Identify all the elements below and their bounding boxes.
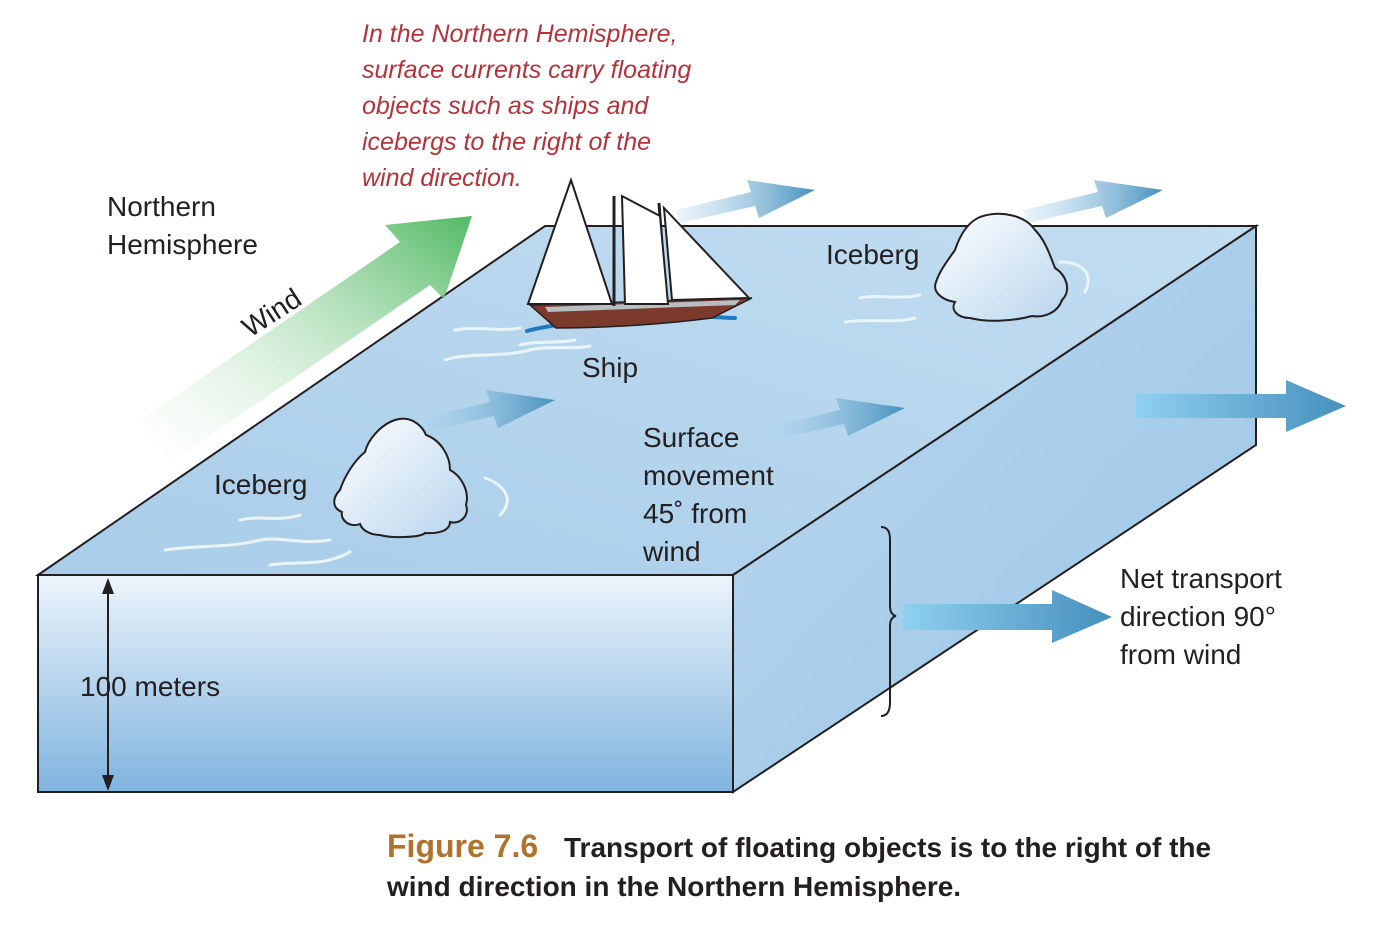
- current-arrow-edge: [1136, 380, 1346, 432]
- hemisphere-label-line: Northern: [107, 191, 216, 222]
- annotation-line: In the Northern Hemisphere,: [362, 20, 677, 48]
- ocean-front-face: [37, 574, 734, 793]
- surface-movement-line: movement: [643, 460, 774, 491]
- annotation-line: surface currents carry floating: [362, 56, 691, 84]
- current-arrow: [676, 180, 815, 223]
- current-arrow: [415, 390, 555, 433]
- current-arrow: [1023, 180, 1163, 223]
- hemisphere-label: Northern Hemisphere: [107, 191, 258, 260]
- ship-label: Ship: [582, 352, 638, 383]
- depth-label: 100 meters: [80, 671, 220, 702]
- hemisphere-label-line: Hemisphere: [107, 229, 258, 260]
- surface-movement-line: Surface: [643, 422, 740, 453]
- net-transport-arrow: [903, 590, 1112, 643]
- current-arrow: [765, 398, 905, 441]
- figure-caption-line: Transport of floating objects is to the …: [564, 832, 1211, 863]
- iceberg-right-icon: [934, 212, 1069, 322]
- annotation-note: In the Northern Hemisphere, surface curr…: [362, 20, 691, 192]
- net-transport-line: from wind: [1120, 639, 1241, 670]
- wind-arrow: [140, 216, 472, 463]
- surface-movement-line: 45˚ from: [643, 498, 747, 529]
- net-transport-line: Net transport: [1120, 563, 1282, 594]
- figure-caption-line: wind direction in the Northern Hemispher…: [386, 871, 961, 902]
- net-transport-line: direction 90°: [1120, 601, 1276, 632]
- annotation-line: objects such as ships and: [362, 92, 649, 120]
- annotation-line: wind direction.: [362, 164, 522, 192]
- annotation-line: icebergs to the right of the: [362, 128, 651, 156]
- depth-arrow: [102, 578, 114, 791]
- iceberg-left-label: Iceberg: [214, 469, 307, 500]
- iceberg-right-label: Iceberg: [826, 239, 919, 270]
- bracket: [880, 526, 897, 717]
- iceberg-left-icon: [333, 417, 468, 539]
- surface-movement-line: wind: [642, 536, 701, 567]
- surface-movement-label: Surface movement 45˚ from wind: [642, 422, 774, 567]
- water-ripples: [163, 260, 1090, 567]
- figure-caption: Figure 7.6 Transport of floating objects…: [386, 828, 1211, 902]
- figure-number: Figure 7.6: [387, 828, 538, 864]
- net-transport-label: Net transport direction 90° from wind: [1120, 563, 1282, 670]
- ship-icon: [525, 176, 753, 333]
- current-arrows: [415, 180, 1346, 643]
